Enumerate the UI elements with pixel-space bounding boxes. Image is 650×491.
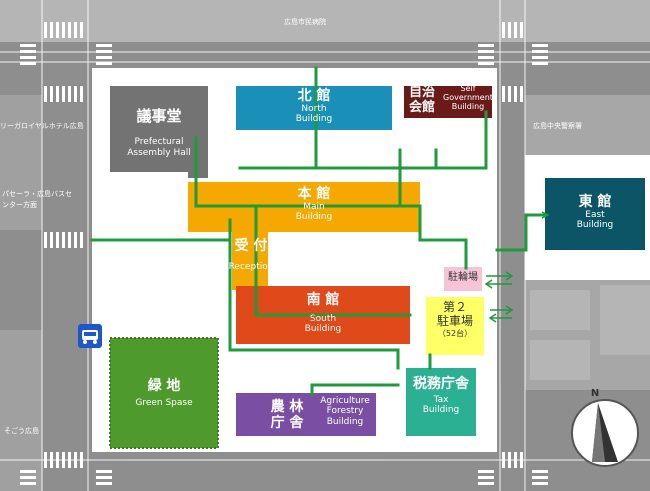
- north-building-jp: 北 館: [297, 88, 331, 104]
- assembly-hall-shape: [110, 86, 208, 178]
- south-building-label[interactable]: 南 館 South Building: [236, 292, 410, 335]
- parking-lot-label[interactable]: 第２ 駐車場 （52台）: [426, 300, 484, 338]
- main-building-jp: 本 館: [297, 186, 331, 202]
- assembly-hall-en2: Assembly Hall: [127, 147, 191, 158]
- parking-lot-jp1: 第２: [442, 300, 467, 314]
- compass-north-label: N: [590, 388, 600, 399]
- east-building-label[interactable]: 東 館 East Building: [545, 194, 645, 231]
- north-building-shape: [236, 86, 392, 130]
- east-building-jp: 東 館: [578, 194, 612, 210]
- agriculture-building-shape: [236, 393, 376, 436]
- north-building-en1: North: [301, 104, 327, 115]
- agriculture-en2: Forestry: [326, 406, 364, 417]
- street-label-bus-2: ンター方面: [2, 201, 37, 209]
- bus-stop-icon: [78, 324, 102, 348]
- self-government-jp2: 会館: [408, 99, 435, 115]
- self-government-en: Self Government Building: [440, 84, 496, 112]
- self-government-en1: Self: [460, 84, 476, 93]
- east-building-en1: East: [585, 210, 605, 221]
- bicycle-parking-shape: [444, 267, 482, 291]
- agriculture-jp2: 庁 舎: [270, 415, 304, 432]
- compass-icon: [571, 399, 639, 467]
- street-label-hospital: 広島市民病院: [284, 18, 326, 26]
- agriculture-jp1: 農 林: [270, 399, 304, 415]
- green-space-shape: [109, 337, 219, 449]
- tax-building-en1: Tax: [433, 395, 449, 406]
- assembly-hall-label[interactable]: 議事堂 Prefectural Assembly Hall: [110, 107, 208, 158]
- self-government-label[interactable]: 自治 会館: [406, 85, 438, 116]
- green-space-en: Green Spase: [135, 398, 193, 409]
- green-space-jp: 緑 地: [147, 378, 181, 394]
- street-label-bus-1: パセーラ・広島バスセ: [2, 190, 72, 198]
- reception-shape: [232, 236, 268, 290]
- self-government-en3: Building: [451, 102, 485, 112]
- walkway-routes: [90, 66, 547, 397]
- east-building-shape: [545, 178, 645, 250]
- self-government-jp1: 自治: [408, 85, 435, 100]
- east-building-en2: Building: [576, 220, 614, 231]
- assembly-hall-jp: 議事堂: [136, 107, 182, 125]
- agriculture-building-en: Agriculture Forestry Building: [312, 396, 378, 427]
- reception-en: Reception: [228, 262, 274, 273]
- parking-lot-jp2: 駐車場: [436, 313, 473, 328]
- street-label-sogo: そごう広島: [4, 427, 39, 435]
- assembly-hall-en1: Prefectural: [134, 137, 184, 148]
- parking-lot-shape: [426, 297, 484, 355]
- tax-building-jp: 税務庁舎: [413, 376, 469, 392]
- agriculture-en3: Building: [326, 416, 364, 427]
- tax-building-en2: Building: [422, 405, 460, 416]
- north-building-en2: Building: [295, 114, 333, 125]
- street-label-police: 広島中央警察署: [533, 122, 582, 130]
- reception-jp: 受 付: [234, 238, 268, 254]
- green-arrows: [484, 211, 550, 323]
- bicycle-parking-label[interactable]: 駐輪場: [448, 272, 478, 283]
- main-building-en1: Main: [303, 202, 325, 213]
- main-building-en2: Building: [295, 212, 333, 223]
- agriculture-building-jp[interactable]: 農 林 庁 舎: [262, 399, 312, 431]
- self-government-building-shape: [404, 86, 492, 118]
- agriculture-en1: Agriculture: [320, 396, 370, 406]
- self-government-en2: Government: [443, 93, 493, 103]
- parking-lot-jp3: （52台）: [437, 328, 473, 338]
- tax-building-shape: [406, 368, 476, 436]
- reception-label[interactable]: 受 付 Reception: [224, 238, 278, 272]
- street-label-hotel: リーガロイヤルホテル広島: [0, 122, 84, 130]
- north-building-label[interactable]: 北 館 North Building: [236, 88, 392, 125]
- south-building-en1: South: [309, 314, 337, 325]
- south-building-en2: Building: [304, 324, 342, 335]
- tax-building-label[interactable]: 税務庁舎 Tax Building: [406, 376, 476, 416]
- south-building-jp: 南 館: [306, 292, 340, 308]
- green-space-label[interactable]: 緑 地 Green Spase: [110, 378, 218, 408]
- main-building-label[interactable]: 本 館 Main Building: [240, 186, 388, 223]
